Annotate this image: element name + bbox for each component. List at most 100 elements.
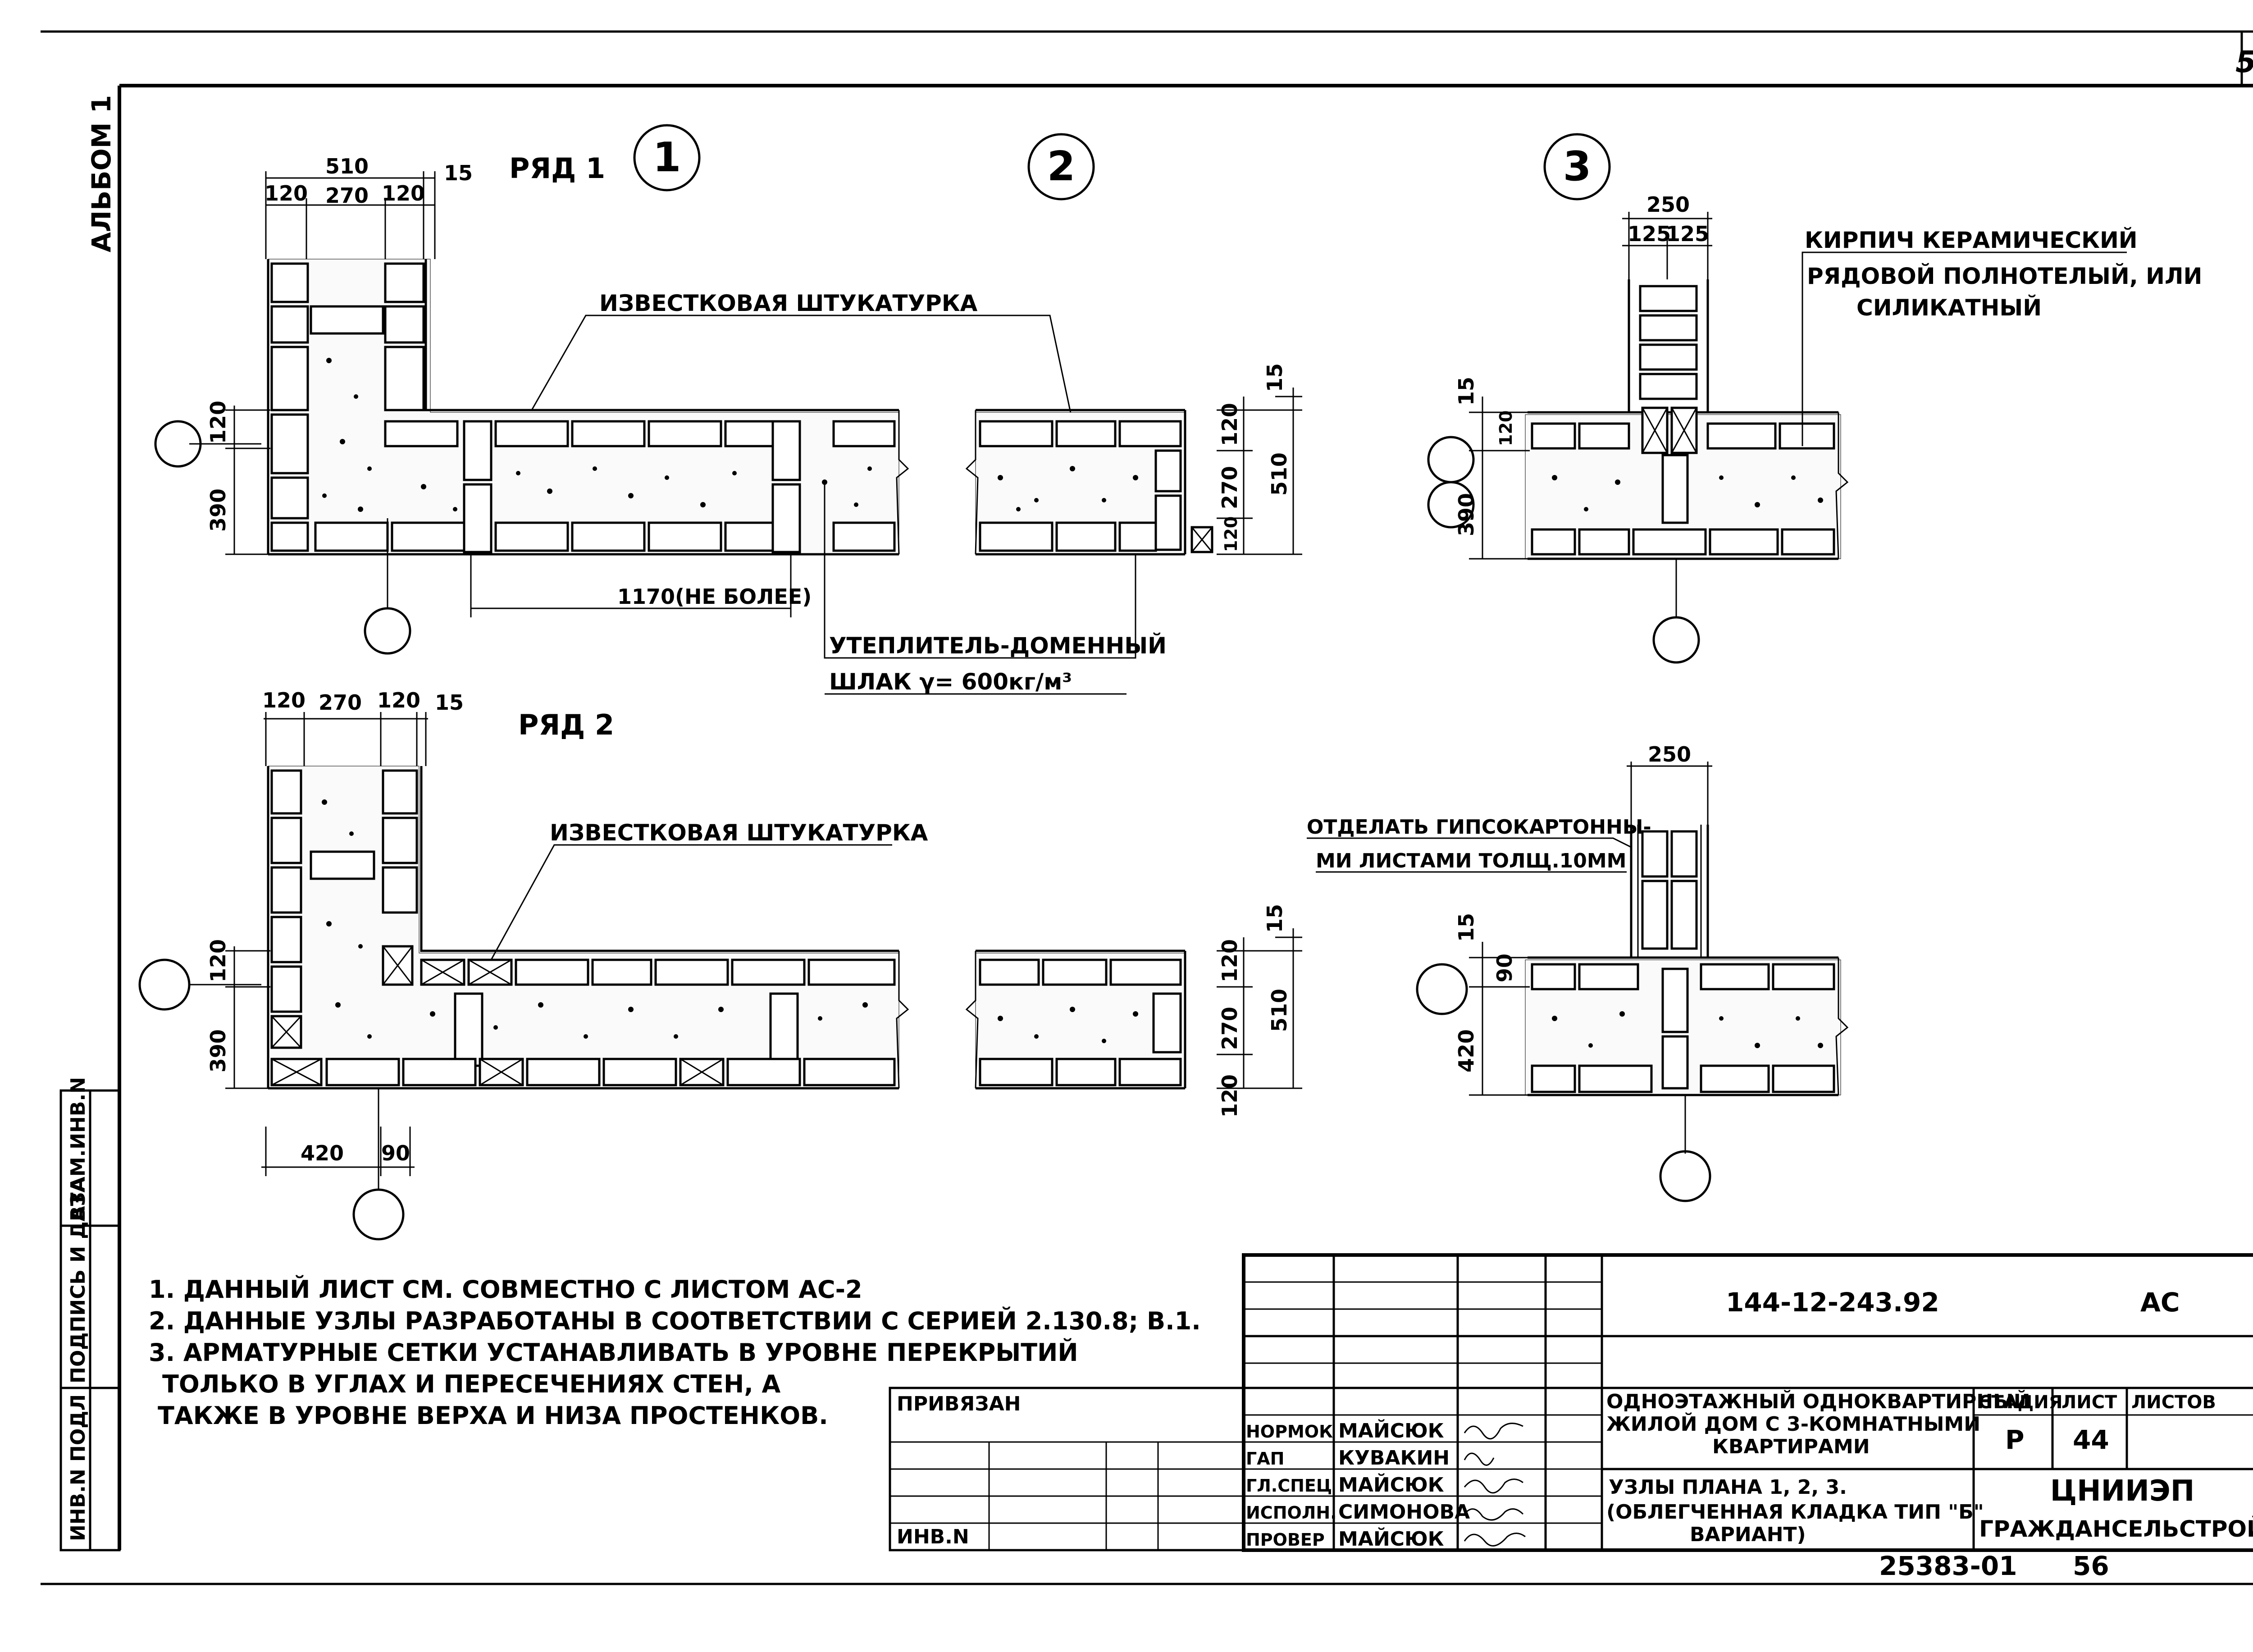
staff-name-4: СИМОНОВА [1338,1501,1470,1524]
r1n3-dim-a: 125 [1628,222,1671,246]
r1-dim-right-d: 510 [1267,452,1291,496]
r1n3-dim-total: 250 [1646,192,1690,217]
drawing-mark: АС [2140,1287,2180,1318]
project-title-1: ОДНОЭТАЖНЫЙ ОДНОКВАРТИРНЫЙ [1606,1389,2030,1413]
r1-dim-left-a: 120 [206,401,230,444]
org-name-1: ЦНИИЭП [2050,1474,2195,1508]
note-3-cont-1: ТОЛЬКО В УГЛАХ И ПЕРЕСЕЧЕНИЯХ СТЕН, А [162,1370,781,1398]
r1n3-dim-left-b: 120 [1496,411,1516,446]
drawing-code: 144-12-243.92 [1726,1287,1939,1318]
r1-insulation-label-2: ШЛАК γ= 600кг/м³ [829,669,1072,695]
r2-dim-a: 120 [262,688,306,712]
sheet-label: ЛИСТ [2061,1392,2117,1413]
row-label-2: РЯД 2 [518,708,614,741]
stamp-signature-date: ПОДПИСЬ И ДАТА [67,1177,90,1383]
general-notes: 1. ДАННЫЙ ЛИСТ СМ. СОВМЕСТНО С ЛИСТОМ АС… [149,1275,1201,1430]
stamp-vzam-inv: ВЗАМ.ИНВ.N [67,1077,90,1221]
row1-node2-detail: 15 120 270 510 120 [965,363,1302,556]
r1-dim-total: 510 [325,154,369,178]
r1-dim-c: 120 [382,181,425,205]
project-title-3: КВАРТИРАМИ [1712,1435,1870,1458]
stage-label: СТАДИЯ [1978,1392,2063,1413]
page-number: 55 [2235,45,2253,79]
r1n3-brick-label-2: РЯДОВОЙ ПОЛНОТЕЛЫЙ, ИЛИ [1807,263,2202,289]
stage-value: Р [2005,1424,2025,1455]
sheet-title-1: УЗЛЫ ПЛАНА 1, 2, 3. [1609,1476,1847,1499]
r2-dim-right-b: 120 [1218,939,1242,982]
r2-dim-right-e: 120 [1218,1074,1242,1118]
sheet-value: 44 [2073,1424,2109,1455]
r2-dim-bottom-b: 90 [381,1141,410,1165]
r2-dim-bottom-a: 420 [301,1141,344,1165]
sheet-frame [41,30,2253,1585]
r1-plaster-label: ИЗВЕСТКОВАЯ ШТУКАТУРКА [599,290,978,316]
r2n3-dim-left-a: 15 [1454,913,1478,942]
r2n3-dim-total: 250 [1648,742,1691,767]
staff-role-1: НОРМОК [1246,1422,1333,1442]
r1n3-dim-b: 125 [1666,222,1709,246]
node-number-1: 1 [653,134,681,181]
r2-plaster-label: ИЗВЕСТКОВАЯ ШТУКАТУРКА [550,820,928,846]
row1-node1-detail: 510 120 270 120 15 120 390 1170(НЕ БОЛЕЕ… [154,154,1167,695]
title-block: ПРИВЯЗАН ИНВ.N 144-12-243.92 АС ОДНОЭТАЖ… [889,1253,2253,1552]
signatures [1464,1423,1526,1547]
row1-node3-detail: 250 125 125 15 120 390 КИРПИЧ КЕРАМИЧЕСК… [1427,192,2202,664]
inv-number-label: ИНВ.N [897,1525,969,1548]
archive-page: 56 [2073,1551,2109,1581]
note-3-cont-2: ТАКЖЕ В УРОВНЕ ВЕРХА И НИЗА ПРОСТЕНКОВ. [158,1401,828,1430]
r1-insulation-label-1: УТЕПЛИТЕЛЬ-ДОМЕННЫЙ [829,632,1167,659]
r1-dim-right-a: 15 [1263,363,1287,392]
side-stamp: ИНВ.N ПОДЛ ПОДПИСЬ И ДАТА ВЗАМ.ИНВ.N [59,1077,121,1552]
node-number-2: 2 [1047,143,1076,190]
row2-node3-detail: 250 15 90 420 ОТДЕЛАТЬ ГИПСОКАРТОННЫ- МИ… [1307,742,1849,1202]
staff-name-2: КУВАКИН [1338,1447,1450,1469]
r2-dim-plaster: 15 [435,690,464,715]
archive-number: 25383-01 [1879,1551,2017,1581]
staff-role-2: ГАП [1246,1449,1284,1469]
r2-dim-right-a: 15 [1263,904,1287,933]
r1n3-dim-left-a: 15 [1454,377,1478,406]
stamp-inv-podl: ИНВ.N ПОДЛ [67,1394,90,1541]
r1-dim-right-b: 120 [1218,403,1242,446]
staff-name-3: МАЙСЮК [1338,1473,1444,1497]
r1-pier-limit: 1170(НЕ БОЛЕЕ) [617,584,812,609]
sheet-title-3: ВАРИАНТ) [1690,1523,1806,1546]
r1-dim-left-b: 390 [206,488,230,532]
row2-node1-detail: 120 270 120 15 120 390 420 90 ИЗВЕСТКОВА… [138,688,928,1241]
staff-role-3: ГЛ.СПЕЦ [1246,1476,1332,1496]
project-title-2: ЖИЛОЙ ДОМ С 3-КОМНАТНЫМИ [1606,1412,1980,1436]
r1n3-brick-label-1: КИРПИЧ КЕРАМИЧЕСКИЙ [1805,227,2138,253]
r1-dim-right-c: 270 [1218,466,1242,509]
sheet-title-2: (ОБЛЕГЧЕННАЯ КЛАДКА ТИП "Б" [1606,1501,1984,1524]
r2-dim-b: 270 [319,690,362,715]
r2-dim-right-c: 270 [1218,1007,1242,1050]
r2-dim-left-b: 390 [206,1029,230,1072]
album-label: АЛЬБОМ 1 [86,95,117,252]
staff-role-5: ПРОВЕР [1246,1530,1325,1550]
r2-dim-right-d: 510 [1267,989,1291,1032]
r2n3-gypsum-label-1: ОТДЕЛАТЬ ГИПСОКАРТОННЫ- [1307,816,1651,839]
row2-node2-detail: 15 120 270 510 120 [965,904,1302,1118]
staff-role-4: ИСПОЛН. [1246,1503,1337,1523]
r1-dim-plaster: 15 [444,161,473,185]
note-2: 2. ДАННЫЕ УЗЛЫ РАЗРАБОТАНЫ В СООТВЕТСТВИ… [149,1307,1201,1335]
node-number-3: 3 [1563,143,1592,190]
org-name-2: ГРАЖДАНСЕЛЬСТРОЙ [1979,1515,2253,1542]
r2n3-dim-left-b: 90 [1492,954,1517,982]
r1-dim-b: 270 [325,183,369,208]
r2n3-gypsum-label-2: МИ ЛИСТАМИ ТОЛЩ.10ММ [1316,849,1626,872]
r1-dim-right-e: 120 [1221,516,1241,552]
sheets-label: ЛИСТОВ [2131,1392,2216,1413]
row-label-1: РЯД 1 [509,152,605,185]
note-3: 3. АРМАТУРНЫЕ СЕТКИ УСТАНАВЛИВАТЬ В УРОВ… [149,1338,1078,1367]
r1-dim-a: 120 [265,181,308,205]
note-1: 1. ДАННЫЙ ЛИСТ СМ. СОВМЕСТНО С ЛИСТОМ АС… [149,1275,862,1304]
r1n3-brick-label-3: СИЛИКАТНЫЙ [1856,294,2042,321]
r2n3-dim-left-c: 420 [1454,1029,1478,1072]
privyazan-label: ПРИВЯЗАН [897,1392,1021,1415]
r2-dim-left-a: 120 [206,939,230,982]
node-markers: 1 2 3 [633,124,1611,201]
staff-name-5: МАЙСЮК [1338,1527,1444,1551]
